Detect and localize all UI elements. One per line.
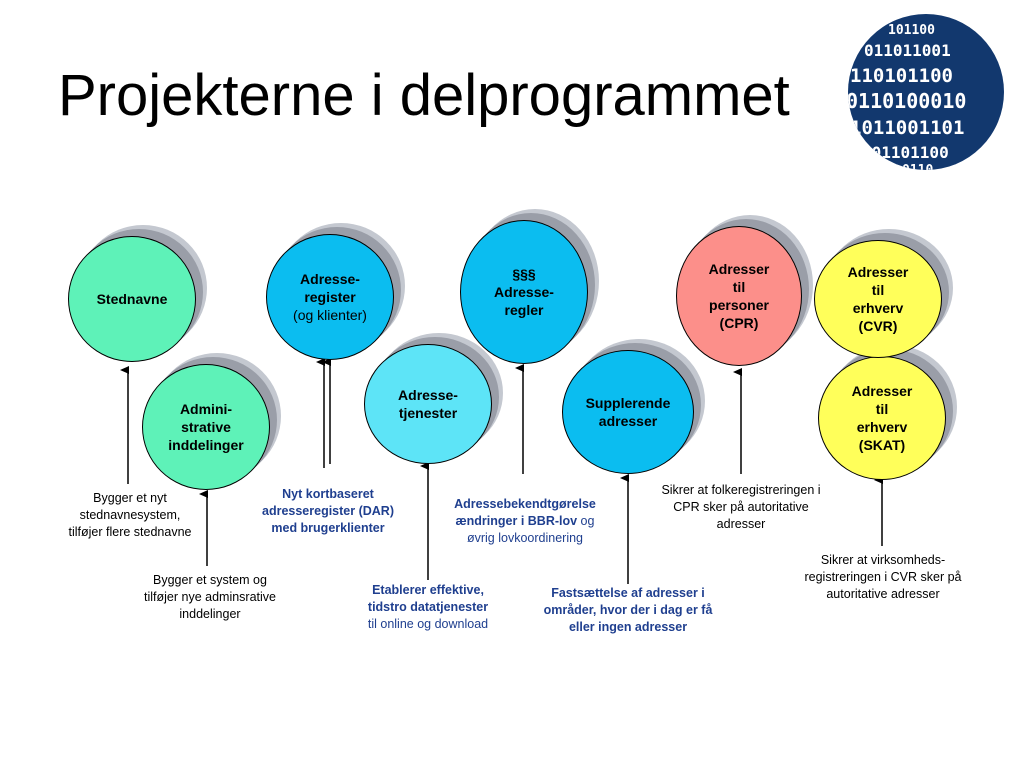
circle-sublabel: (og klienter) [293,307,367,323]
circle-label: inddelinger [168,437,244,453]
circle-adressetjenester: Adresse- tjenester [364,333,503,464]
circle-label: Stednavne [96,291,168,307]
note-admin: Bygger et system og tilføjer nye adminsr… [122,572,298,623]
note-line: Bygger et nyt [93,491,167,505]
circle-label: (SKAT) [858,437,906,453]
note-cvr: Sikrer at virksomheds- registreringen i … [788,552,978,603]
note-stednavne: Bygger et nyt stednavnesystem, tilføjer … [50,490,210,541]
circle-adresseregler: §§§ Adresse- regler [460,209,599,364]
note-line: eller ingen adresser [568,620,688,634]
globe-background [848,14,1004,170]
circle-adresseregister: Adresse- register (og klienter) [266,223,405,360]
note-line: med brugerklienter [271,521,385,535]
note-line: Bygger et system og [153,573,267,587]
circle-administrative-inddelinger: Admini- strative inddelinger [142,353,281,490]
circle-label: Adresse- [494,284,554,300]
note-line: adresseregister (DAR) [262,504,394,518]
circle-label: til [875,401,889,417]
note-line: ændringer i BBR-lov [455,514,578,528]
circle-label: regler [504,302,544,318]
note-supplerende: Fastsættelse af adresser i områder, hvor… [538,585,718,636]
note-line: tilføjer flere stednavne [68,525,192,539]
circle-adresser-til-personer: Adresser til personer (CPR) [676,215,813,366]
logo-row: 0110100010 [846,89,966,113]
note-line: og [577,514,595,528]
note-line: CPR sker på autoritative [673,500,809,514]
note-line: Sikrer at folkeregistreringen i [661,483,821,497]
circle-label: Adresser [851,383,913,399]
circle-label: Supplerende [585,395,671,411]
circle-label: til [732,279,746,295]
note-cpr: Sikrer at folkeregistreringen i CPR sker… [646,482,836,533]
circle-label: Adresser [708,261,770,277]
logo-row: 101100 [888,23,935,38]
circle-label: Adresse- [398,387,458,403]
circle-label: tjenester [398,405,458,421]
circle-label: erhverv [856,419,908,435]
circle-label: (CPR) [719,315,759,331]
circle-label: til [871,282,885,298]
circle-label: adresser [598,413,658,429]
circle-label: register [304,289,356,305]
note-line: øvrig lovkoordinering [466,531,584,545]
note-line: Adressebekendtgørelse [454,497,596,511]
note-line: adresser [716,517,766,531]
circle-label: §§§ [512,266,536,282]
circle-adresser-til-erhverv-cvr: Adresser til erhverv (CVR) [814,229,953,358]
circle-stednavne: Stednavne [68,225,207,362]
circle-label: Adresser [847,264,909,280]
logo-row: 0110 [902,163,933,172]
circle-label: personer [709,297,769,313]
circle-label: strative [181,419,231,435]
circle-label: Admini- [179,401,233,417]
circle-label: Adresse- [300,271,360,287]
note-line: inddelinger [179,607,241,621]
note-tjenester: Etablerer effektive, tidstro datatjenest… [350,582,506,633]
page-title: Projekterne i delprogrammet [58,63,790,128]
logo-row: 110101100 [850,65,953,87]
note-line: Nyt kortbaseret [282,487,374,501]
note-line: Sikrer at virksomheds- [820,553,946,567]
note-line: tidstro datatjenester [367,600,489,614]
circle-supplerende-adresser: Supplerende adresser [562,339,705,474]
logo-row: 1011001101 [850,117,964,139]
logo-row: 011011001 [864,41,951,60]
circle-adresser-til-erhverv-skat: Adresser til erhverv (SKAT) [818,345,957,480]
note-regler: Adressebekendtgørelse ændringer i BBR-lo… [444,496,606,547]
note-line: Etablerer effektive, [372,583,484,597]
note-line: autoritative adresser [826,587,940,601]
binary-globe-logo: 101100 011011001 110101100 0110100010 10… [846,14,1004,172]
note-line: registreringen i CVR sker på [804,570,962,584]
note-dar: Nyt kortbaseret adresseregister (DAR) me… [246,486,410,537]
note-line: Fastsættelse af adresser i [551,586,705,600]
note-line: til online og download [367,617,489,631]
note-line: stednavnesystem, [79,508,181,522]
circle-label: (CVR) [858,318,898,334]
logo-row: 101101100 [862,143,949,162]
note-line: tilføjer nye adminsrative [144,590,276,604]
note-line: områder, hvor der i dag er få [543,603,713,617]
circle-label: erhverv [852,300,904,316]
